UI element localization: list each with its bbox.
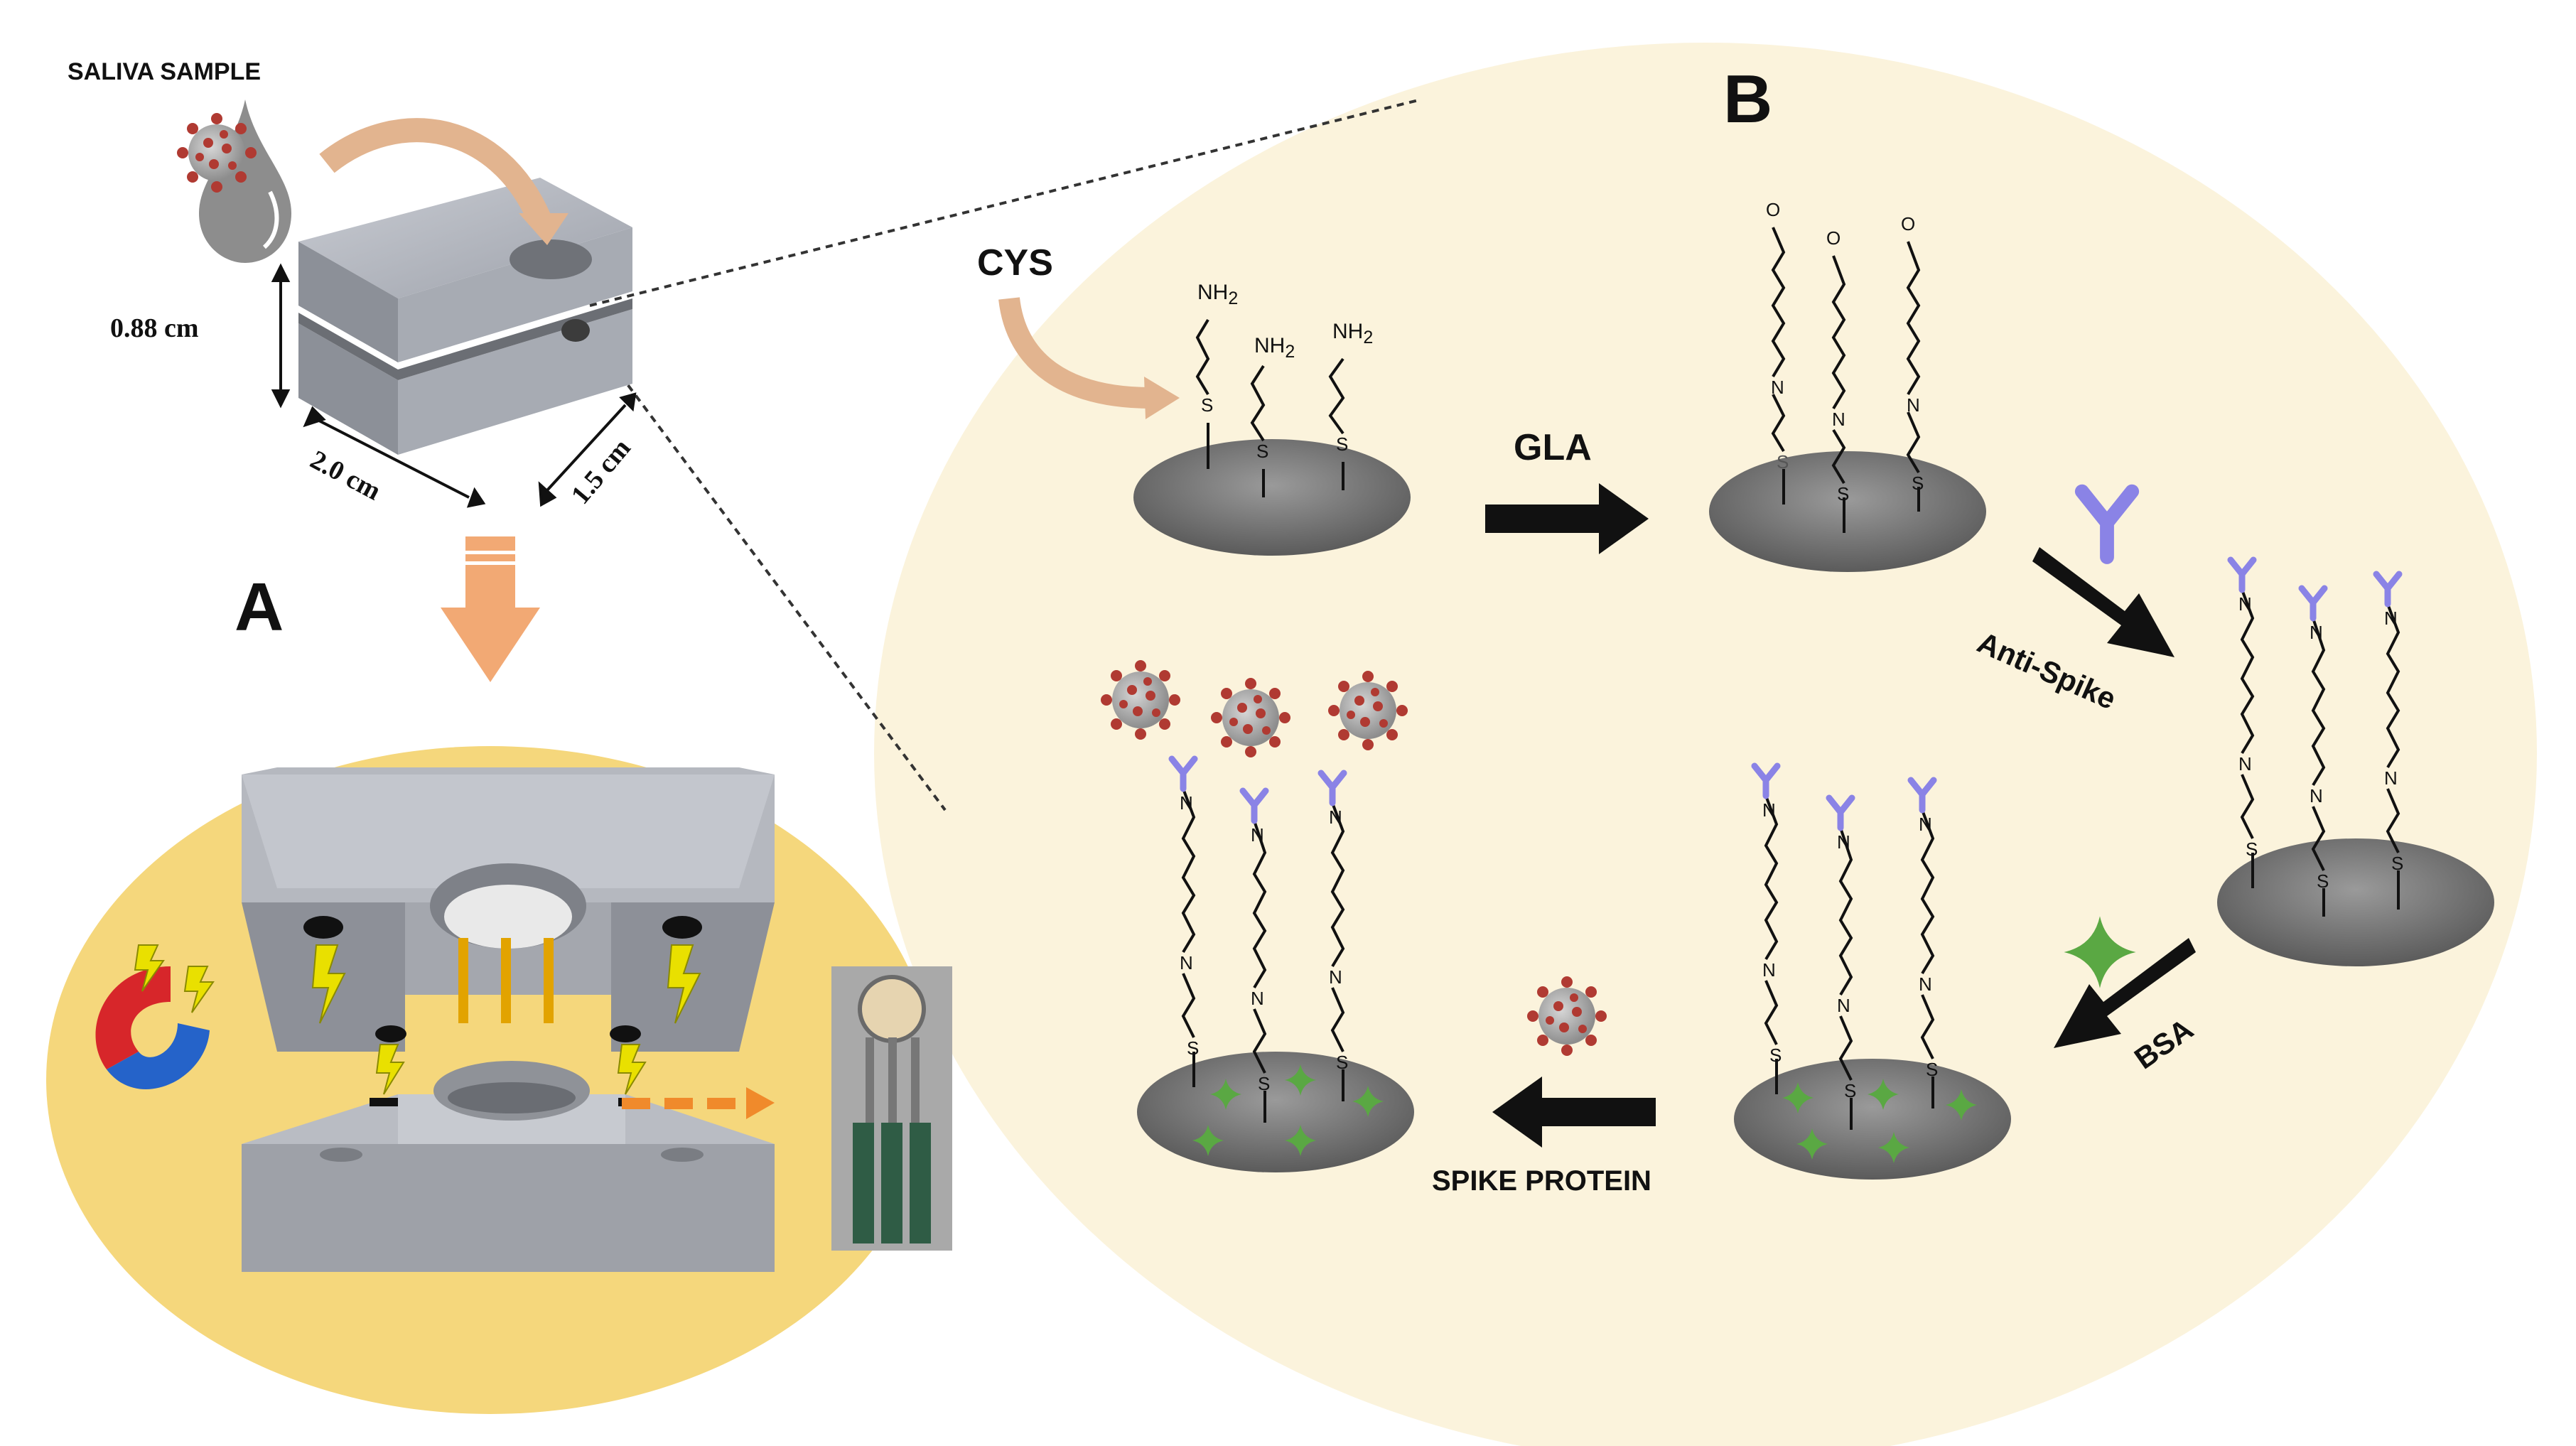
electrochemical-cell-block (298, 178, 632, 455)
nitrogen-label: N (1771, 377, 1784, 398)
panel-a-label: A (235, 569, 284, 645)
magnet-icon (95, 944, 215, 1089)
nitrogen-label: N (1251, 988, 1264, 1009)
nitrogen-label: N (1180, 952, 1193, 973)
sulfur-label: S (1926, 1059, 1939, 1080)
sulfur-label: S (2391, 853, 2404, 874)
process-arrows (1485, 483, 2196, 1148)
sulfur-label: S (1336, 1052, 1349, 1073)
nitrogen-label: N (1762, 799, 1776, 821)
sulfur-label: S (1336, 433, 1349, 455)
nitrogen-label: N (1180, 792, 1193, 814)
sulfur-label: S (1912, 473, 1924, 494)
oxygen-label: O (1826, 227, 1841, 249)
electrode-disc-5 (1137, 1052, 1414, 1172)
nitrogen-label: N (2238, 593, 2252, 615)
sulfur-label: S (1837, 483, 1850, 505)
arrow-gla (1485, 483, 1649, 554)
nitrogen-label: N (2384, 608, 2398, 629)
electrode-disc-2 (1709, 451, 1986, 572)
dimension-arrows (271, 263, 637, 508)
electrode-disc-1 (1133, 439, 1411, 556)
arrow-bsa (2054, 938, 2196, 1048)
gla-label: GLA (1514, 427, 1592, 468)
down-arrow-icon (441, 536, 540, 682)
electrode-disc-4 (1734, 1059, 2011, 1180)
nitrogen-label: N (1762, 959, 1776, 981)
zoom-line-top (589, 98, 1422, 307)
panel-b-label: B (1723, 61, 1773, 137)
exploded-cell-device (242, 767, 775, 1272)
curved-arrow-saliva (319, 118, 551, 225)
electrode-disc-3 (2217, 838, 2494, 966)
cys-label: CYS (977, 242, 1053, 284)
nitrogen-label: N (2384, 767, 2398, 789)
sulfur-label: S (2246, 838, 2258, 860)
spike-protein-label: SPIKE PROTEIN (1432, 1165, 1651, 1197)
nitrogen-label: N (1329, 966, 1342, 988)
oxygen-label: O (1901, 213, 1916, 234)
height-dimension-label: 0.88 cm (110, 313, 199, 343)
curved-arrow-cys (998, 297, 1152, 409)
bsa-chains (1764, 795, 1935, 1130)
amine-label-1: NH2 (1197, 281, 1239, 308)
sulfur-label: S (1777, 451, 1789, 473)
saliva-sample-label: SALIVA SAMPLE (68, 58, 262, 85)
sulfur-label: S (1256, 441, 1269, 462)
sulfur-label: S (1844, 1080, 1857, 1101)
nitrogen-label: N (1907, 394, 1920, 416)
nitrogen-label: N (1329, 806, 1342, 828)
gla-chains (1771, 227, 1921, 533)
amine-label-3: NH2 (1332, 320, 1374, 347)
nitrogen-label: N (1837, 995, 1850, 1016)
nitrogen-label: N (1919, 973, 1932, 995)
zoom-line-bottom (588, 333, 947, 811)
electrode-strip-photo (831, 966, 952, 1251)
nitrogen-label: N (1251, 824, 1264, 846)
nitrogen-label: N (2310, 622, 2323, 643)
panel-b-background (874, 43, 2537, 1446)
nitrogen-label: N (1919, 814, 1932, 835)
sulfur-label: S (1258, 1073, 1271, 1094)
saliva-drop-icon (177, 99, 291, 263)
sulfur-label: S (1187, 1037, 1200, 1059)
nitrogen-label: N (1837, 831, 1850, 853)
nitrogen-label: N (1832, 409, 1845, 430)
sulfur-label: S (1201, 394, 1214, 416)
sulfur-label: S (2317, 870, 2329, 892)
arrow-spike-protein (1492, 1077, 1656, 1148)
arrow-anti-spike (2032, 547, 2174, 657)
oxygen-label: O (1766, 199, 1781, 220)
nitrogen-label: N (2310, 785, 2323, 806)
antibody-chains (2240, 589, 2400, 917)
amine-label-2: NH2 (1254, 334, 1295, 362)
cysteamine-chains (1195, 318, 1345, 497)
spike-chains (1181, 788, 1345, 1123)
nitrogen-label: N (2238, 753, 2252, 775)
sulfur-label: S (1769, 1045, 1782, 1066)
